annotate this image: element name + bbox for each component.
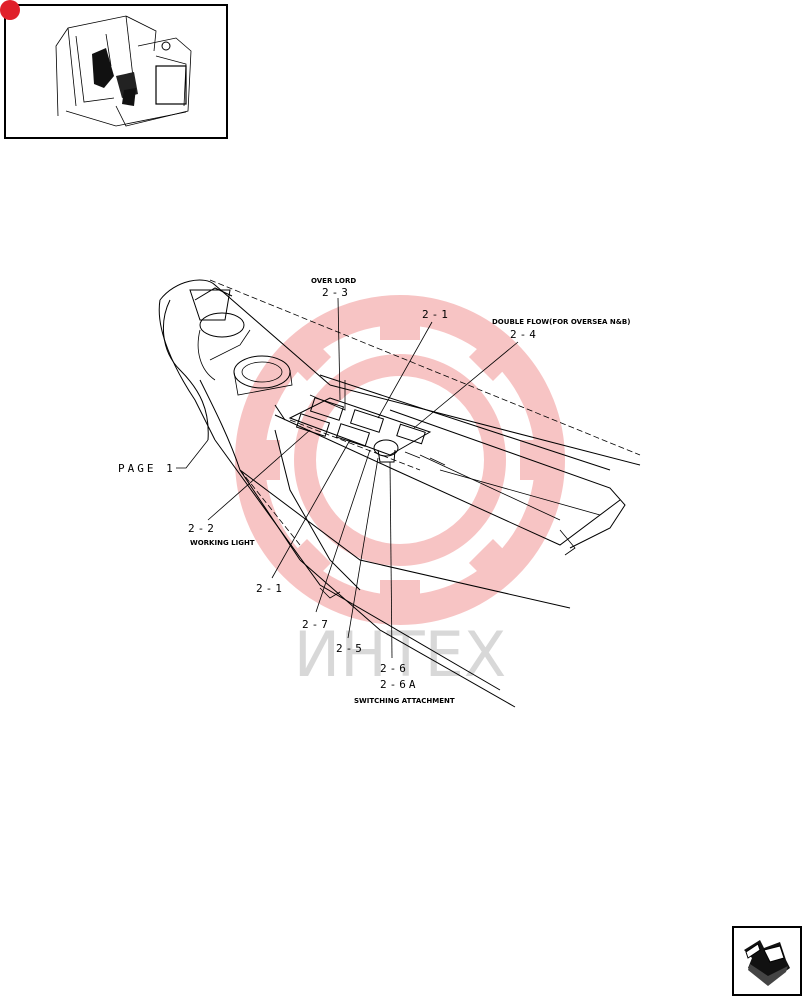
switching-attachment-title: SWITCHING ATTACHMENT [354, 697, 455, 705]
ref-2-5: 2-5 [336, 642, 365, 655]
watermark-gear [235, 295, 565, 625]
ref-2-6: 2-6 [380, 662, 409, 675]
cab-thumbnail[interactable] [0, 0, 228, 139]
ref-2-6a: 2-6A [380, 678, 419, 691]
working-light-title: WORKING LIGHT [190, 539, 255, 547]
bottom-ref-2-1: 2-1 [256, 582, 285, 595]
double-flow-title: DOUBLE FLOW(FOR OVERSEA N&B) [492, 318, 630, 326]
over-lord-title: OVER LORD [311, 277, 356, 285]
thumbnail-badge [0, 0, 20, 20]
top-ref-2-1: 2-1 [422, 308, 451, 321]
arrow-return-icon [744, 940, 790, 986]
leader-lines [176, 297, 519, 659]
return-nav-button[interactable] [732, 926, 802, 996]
console-body [158, 279, 641, 708]
over-lord-ref: 2-3 [322, 286, 351, 299]
page-ref[interactable]: PAGE 1 [118, 462, 176, 475]
watermark-text: ИНТЕХ [294, 618, 507, 691]
ref-2-7: 2-7 [302, 618, 331, 631]
working-light-ref: 2-2 [188, 522, 217, 535]
excavator-cab-icon [55, 15, 192, 127]
double-flow-ref: 2-4 [510, 328, 539, 341]
